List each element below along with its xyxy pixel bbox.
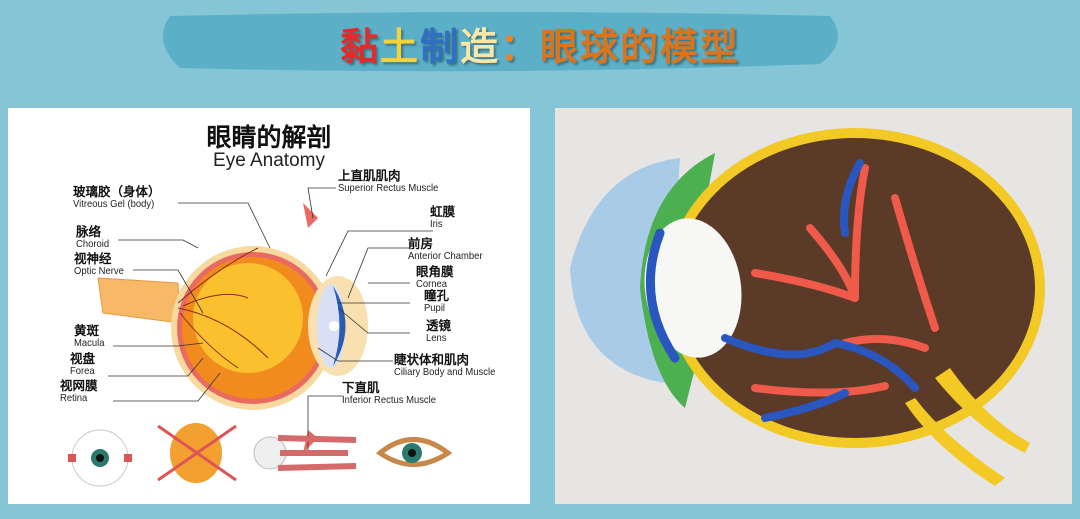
- page-title: 黏土制造：眼球的模型: [339, 25, 741, 69]
- diagram-title: 眼睛的解剖: [206, 123, 332, 152]
- label-vitreous-gel: 玻璃胶（身体）Vitreous Gel (body): [73, 184, 161, 210]
- eye-anatomy-diagram: 眼睛的解剖 Eye Anatomy 玻璃胶（身体）Vitreous Gel (b…: [8, 108, 530, 504]
- diagram-subtitle: Eye Anatomy: [213, 150, 325, 171]
- clay-eye-model-photo: [555, 108, 1072, 504]
- eye-illustration: [97, 187, 433, 453]
- title-banner: [162, 12, 838, 72]
